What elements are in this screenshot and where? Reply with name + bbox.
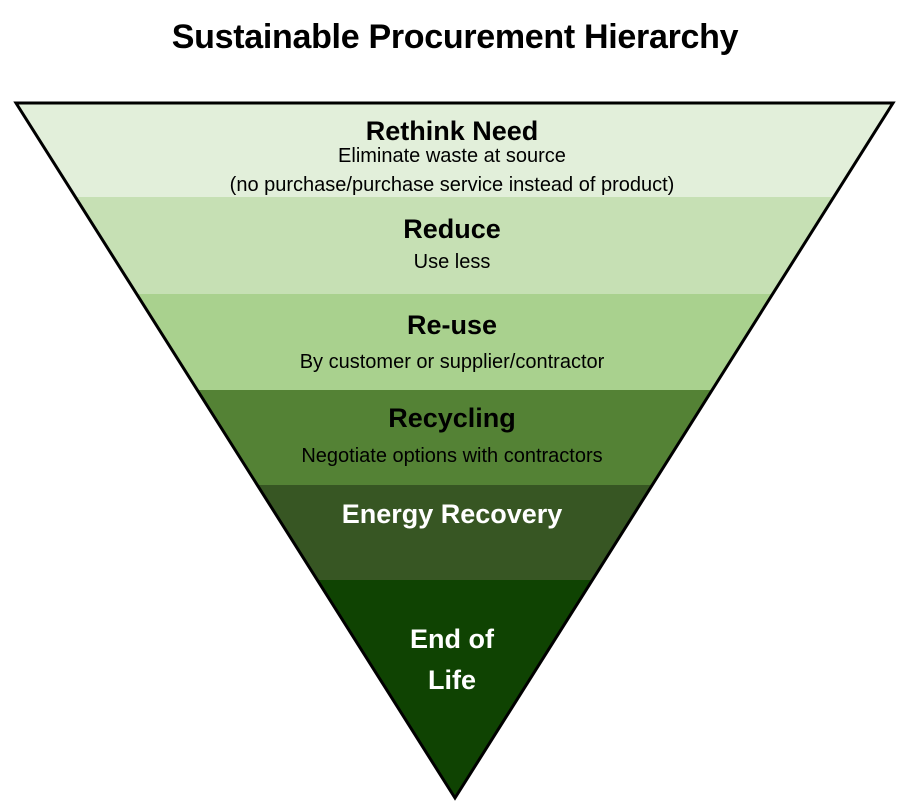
level-energy-recovery: Energy Recovery <box>257 485 653 580</box>
level-band <box>197 390 713 485</box>
level-re-use: Re-use By customer or supplier/contractor <box>136 294 773 390</box>
level-title: Energy Recovery <box>342 499 563 529</box>
level-title: Rethink Need <box>366 116 539 146</box>
level-title: Reduce <box>403 214 501 244</box>
diagram-title: Sustainable Procurement Hierarchy <box>171 18 739 56</box>
level-band <box>75 197 834 294</box>
level-description: Negotiate options with contractors <box>301 445 602 467</box>
pyramid-outline <box>13 101 896 801</box>
level-band <box>317 580 593 798</box>
level-description: Use less <box>414 251 491 273</box>
level-title: Life <box>428 665 476 695</box>
level-band <box>136 294 773 390</box>
level-band <box>257 485 653 580</box>
level-description: Eliminate waste at source <box>338 145 566 167</box>
level-band <box>16 103 893 197</box>
level-title: Recycling <box>388 403 516 433</box>
level-description: By customer or supplier/contractor <box>300 351 605 373</box>
level-title: End of <box>410 624 495 654</box>
level-title: Re-use <box>407 310 497 340</box>
level-end-of-life: End of Life <box>317 580 593 798</box>
level-description: (no purchase/purchase service instead of… <box>230 174 675 196</box>
